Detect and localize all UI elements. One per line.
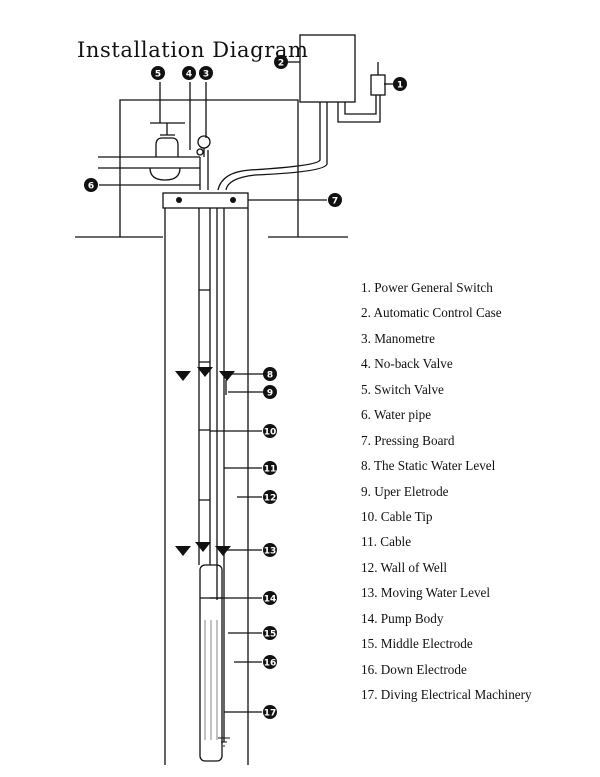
marker-13: 13 xyxy=(263,543,277,557)
water-pipe xyxy=(98,156,200,169)
legend-item: 11. Cable xyxy=(361,534,412,550)
marker-1: 1 xyxy=(393,77,407,91)
svg-text:3: 3 xyxy=(203,70,209,80)
moving-water-level-marker xyxy=(175,546,191,556)
svg-text:12: 12 xyxy=(264,494,277,504)
marker-16: 16 xyxy=(263,655,277,669)
marker-11: 11 xyxy=(263,461,277,475)
svg-text:1: 1 xyxy=(397,81,403,91)
marker-3: 3 xyxy=(199,66,213,80)
legend-item: 8. The Static Water Level xyxy=(361,458,496,474)
pump-body xyxy=(199,564,223,762)
svg-text:9: 9 xyxy=(267,389,273,399)
svg-text:4: 4 xyxy=(186,70,192,80)
power-general-switch xyxy=(370,74,386,96)
legend-item: 7. Pressing Board xyxy=(361,432,455,448)
marker-14: 14 xyxy=(263,591,277,605)
legend-item: 1. Power General Switch xyxy=(361,280,493,295)
svg-text:5: 5 xyxy=(155,70,161,80)
marker-8: 8 xyxy=(263,367,277,381)
legend-item: 13. Moving Water Level xyxy=(361,585,491,601)
legend-item: 3. Manometre xyxy=(361,330,435,346)
legend-item: 15. Middle Electrode xyxy=(361,636,473,652)
svg-text:15: 15 xyxy=(264,630,277,640)
svg-text:6: 6 xyxy=(88,182,94,192)
static-water-level-marker xyxy=(175,371,191,381)
legend-item: 17. Diving Electrical Machinery xyxy=(361,687,532,702)
svg-text:14: 14 xyxy=(264,595,277,605)
svg-text:7: 7 xyxy=(332,197,338,207)
marker-7: 7 xyxy=(328,193,342,207)
svg-text:13: 13 xyxy=(264,547,277,557)
legend-item: 9. Uper Eletrode xyxy=(361,483,449,499)
diagram-title: Installation Diagram xyxy=(77,38,309,62)
legend-item: 10. Cable Tip xyxy=(361,508,433,524)
no-back-valve xyxy=(196,148,204,156)
marker-17: 17 xyxy=(263,705,277,719)
marker-10: 10 xyxy=(263,424,277,438)
automatic-control-case xyxy=(299,34,356,103)
legend-item: 16. Down Electrode xyxy=(361,661,467,677)
switch-valve xyxy=(150,122,185,157)
legend-item: 12. Wall of Well xyxy=(361,559,448,575)
marker-4: 4 xyxy=(182,66,196,80)
svg-text:17: 17 xyxy=(264,709,277,719)
legend-item: 6. Water pipe xyxy=(361,407,432,423)
svg-text:8: 8 xyxy=(267,371,273,381)
marker-5: 5 xyxy=(151,66,165,80)
legend: 1. Power General Switch 2. Automatic Con… xyxy=(361,279,532,711)
legend-item: 2. Automatic Control Case xyxy=(361,305,502,321)
svg-text:16: 16 xyxy=(264,659,277,669)
marker-12: 12 xyxy=(263,490,277,504)
marker-15: 15 xyxy=(263,626,277,640)
legend-item: 14. Pump Body xyxy=(361,610,444,626)
marker-2: 2 xyxy=(274,55,288,69)
svg-text:2: 2 xyxy=(278,59,284,69)
wall-of-well xyxy=(164,208,249,765)
legend-item: 4. No-back Valve xyxy=(361,356,453,372)
marker-9: 9 xyxy=(263,385,277,399)
svg-text:10: 10 xyxy=(264,428,277,438)
manometre xyxy=(197,135,211,149)
svg-text:11: 11 xyxy=(264,465,277,475)
legend-item: 5. Switch Valve xyxy=(361,381,444,397)
marker-6: 6 xyxy=(84,178,98,192)
